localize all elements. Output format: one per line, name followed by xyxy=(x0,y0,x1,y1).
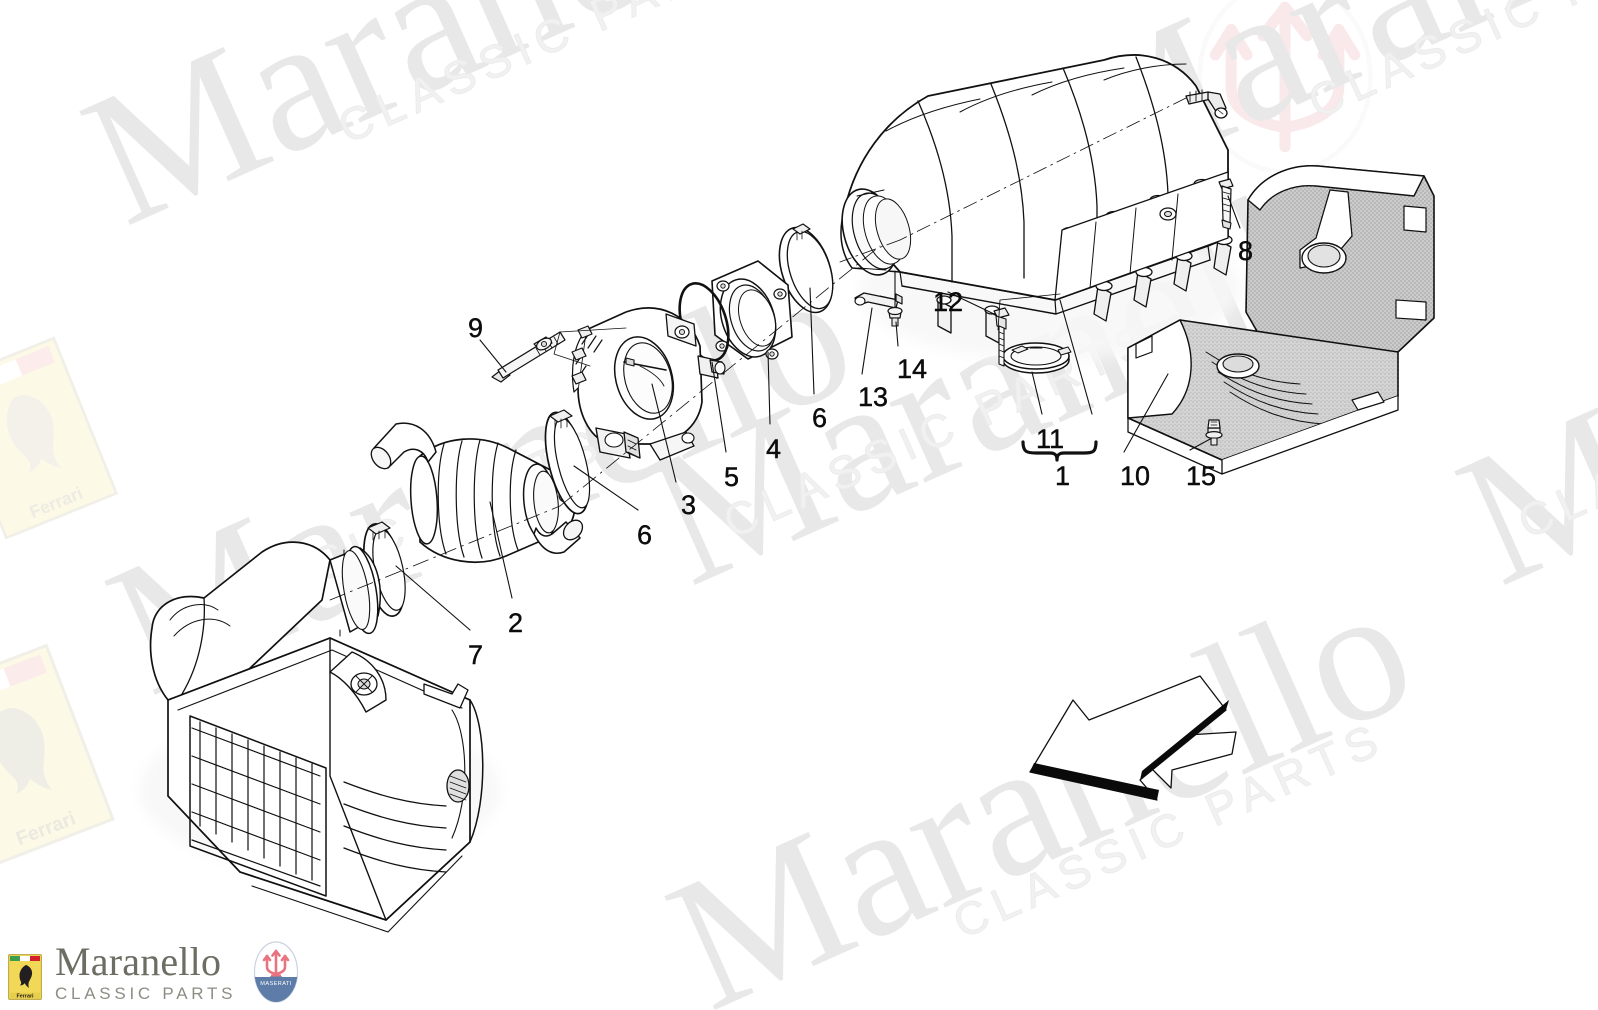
air-filter-box xyxy=(140,541,500,933)
cover-fastener-15 xyxy=(1205,419,1223,446)
leader-lines xyxy=(329,97,1241,631)
callout-number-12: 12 xyxy=(933,287,964,317)
brand-text-block: Maranello CLASSIC PARTS xyxy=(55,939,237,1003)
intake-manifold xyxy=(840,54,1240,360)
callout-number-2: 2 xyxy=(508,608,524,638)
direction-arrow xyxy=(1029,675,1237,801)
svg-text:MASERATI: MASERATI xyxy=(260,981,291,987)
brand-tagline: CLASSIC PARTS xyxy=(55,984,237,1003)
footer-branding: Ferrari Maranello CLASSIC PARTS MASERATI xyxy=(0,924,1598,1010)
callout-number-9: 9 xyxy=(468,313,484,343)
callout-number-13: 13 xyxy=(858,382,889,412)
throttle-position-sensor xyxy=(595,427,641,459)
callout-number-6a: 6 xyxy=(637,520,653,550)
brand-name: Maranello xyxy=(55,939,222,984)
callout-number-4: 4 xyxy=(766,434,782,464)
callout-number-6b: 6 xyxy=(812,403,828,433)
airbox-outlet-collar xyxy=(329,545,381,637)
manifold-seal-ring-11 xyxy=(1002,342,1072,374)
engine-cover-10 xyxy=(1127,165,1435,475)
group-bracket-1 xyxy=(1021,440,1098,462)
hose-clamp-6-left xyxy=(544,409,591,515)
callout-number-5: 5 xyxy=(724,462,740,492)
callout-number-7: 7 xyxy=(468,640,484,670)
ferrari-shield-logo: Ferrari xyxy=(8,954,42,1000)
throttle-body-screws-9 xyxy=(491,327,627,383)
bracket-bolt-14 xyxy=(887,270,903,327)
callout-number-10: 10 xyxy=(1120,461,1151,491)
throttle-body-3 xyxy=(571,307,726,461)
callout-number-11: 11 xyxy=(1036,424,1065,454)
manifold-bolt-8 xyxy=(1218,178,1234,230)
hose-clamp-6-right xyxy=(778,223,834,314)
svg-text:Ferrari: Ferrari xyxy=(16,993,34,999)
callout-number-8: 8 xyxy=(1238,236,1254,266)
airbox-mount-bracket xyxy=(329,651,387,713)
maserati-trident-logo: MASERATI xyxy=(253,941,299,1003)
callout-number-14: 14 xyxy=(897,354,928,384)
manifold-screw-12 xyxy=(993,307,1010,367)
throttle-body-flange-4 xyxy=(711,260,793,360)
vacuum-nipple xyxy=(1185,89,1228,119)
callout-number-3: 3 xyxy=(681,490,697,520)
callout-number-15: 15 xyxy=(1186,461,1217,491)
callout-number-1: 1 xyxy=(1055,461,1071,491)
manifold-inlet-throat xyxy=(841,188,912,276)
